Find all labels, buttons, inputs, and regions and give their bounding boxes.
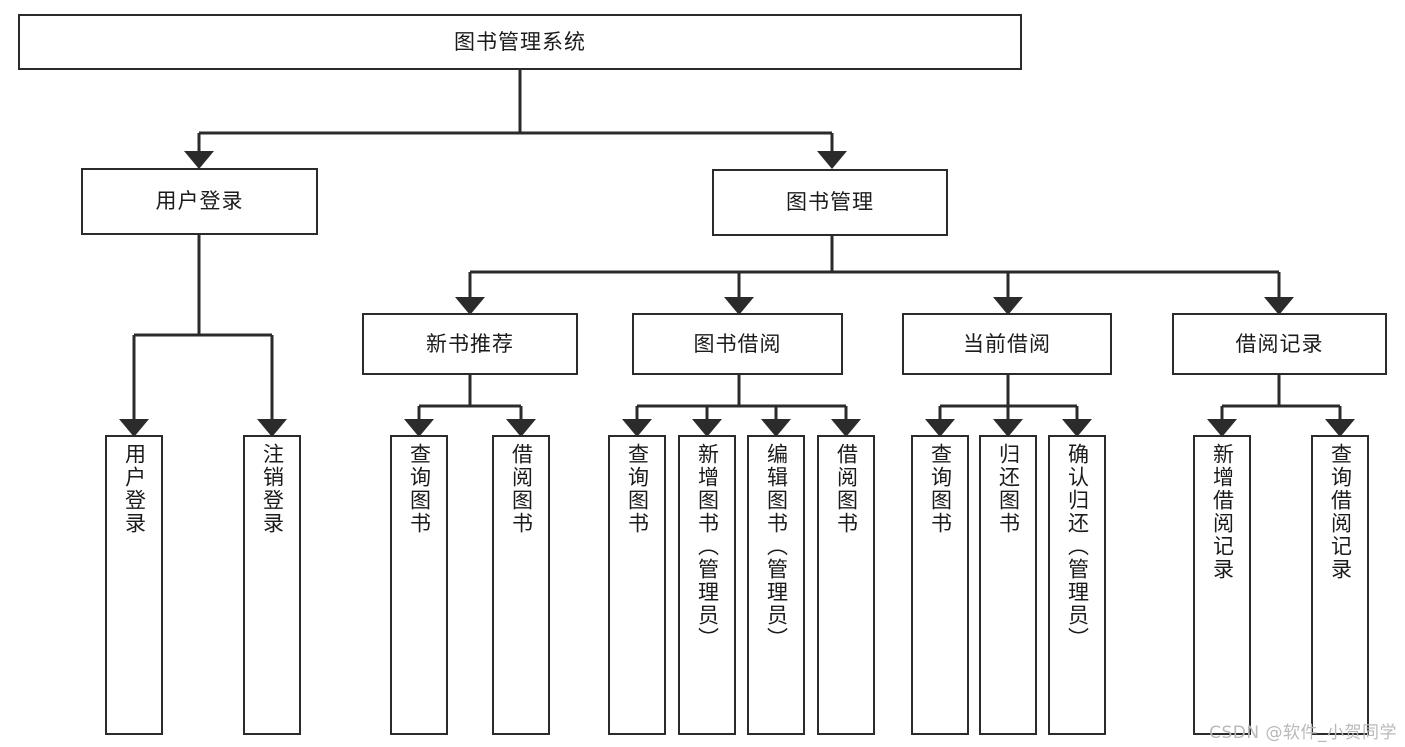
node-borrow-record[interactable]: 借阅记录 — [1172, 313, 1387, 375]
leaf-borrow-book-2[interactable]: 借阅图书 — [817, 435, 875, 735]
leaf-label: 确认归还（管理员） — [1065, 443, 1090, 650]
leaf-query-book-2[interactable]: 查询图书 — [608, 435, 666, 735]
leaf-label: 新增图书（管理员） — [695, 443, 720, 650]
node-label: 图书管理 — [786, 190, 874, 215]
leaf-label: 归还图书 — [996, 443, 1021, 535]
leaf-logout-login[interactable]: 注销登录 — [243, 435, 301, 735]
node-user-login[interactable]: 用户登录 — [81, 168, 318, 235]
leaf-add-borrow-record[interactable]: 新增借阅记录 — [1193, 435, 1251, 735]
leaf-query-book-1[interactable]: 查询图书 — [390, 435, 448, 735]
leaf-label: 新增借阅记录 — [1210, 443, 1235, 581]
node-book-manage[interactable]: 图书管理 — [712, 169, 948, 236]
leaf-label: 查询图书 — [625, 443, 650, 535]
node-label: 当前借阅 — [963, 331, 1051, 356]
leaf-add-book-admin[interactable]: 新增图书（管理员） — [678, 435, 736, 735]
node-new-book-recommend[interactable]: 新书推荐 — [362, 313, 578, 375]
node-label: 借阅记录 — [1235, 331, 1324, 356]
leaf-query-book-3[interactable]: 查询图书 — [911, 435, 969, 735]
leaf-label: 编辑图书（管理员） — [764, 443, 789, 650]
node-book-management-system[interactable]: 图书管理系统 — [18, 14, 1022, 70]
leaf-label: 注销登录 — [260, 443, 285, 535]
leaf-confirm-return-admin[interactable]: 确认归还（管理员） — [1048, 435, 1106, 735]
node-label: 图书管理系统 — [454, 29, 586, 54]
leaf-edit-book-admin[interactable]: 编辑图书（管理员） — [747, 435, 805, 735]
node-label: 新书推荐 — [426, 331, 514, 356]
leaf-return-book[interactable]: 归还图书 — [979, 435, 1037, 735]
leaf-label: 查询借阅记录 — [1328, 443, 1353, 581]
leaf-label: 借阅图书 — [509, 443, 534, 535]
leaf-label: 查询图书 — [407, 443, 432, 535]
node-current-borrow[interactable]: 当前借阅 — [902, 313, 1112, 375]
node-label: 图书借阅 — [693, 331, 782, 356]
leaf-label: 查询图书 — [928, 443, 953, 535]
node-label: 用户登录 — [155, 189, 244, 214]
leaf-borrow-book-1[interactable]: 借阅图书 — [492, 435, 550, 735]
leaf-label: 借阅图书 — [834, 443, 859, 535]
leaf-label: 用户登录 — [122, 443, 147, 535]
leaf-query-borrow-record[interactable]: 查询借阅记录 — [1311, 435, 1369, 735]
node-book-borrow[interactable]: 图书借阅 — [632, 313, 843, 375]
leaf-user-login[interactable]: 用户登录 — [105, 435, 163, 735]
